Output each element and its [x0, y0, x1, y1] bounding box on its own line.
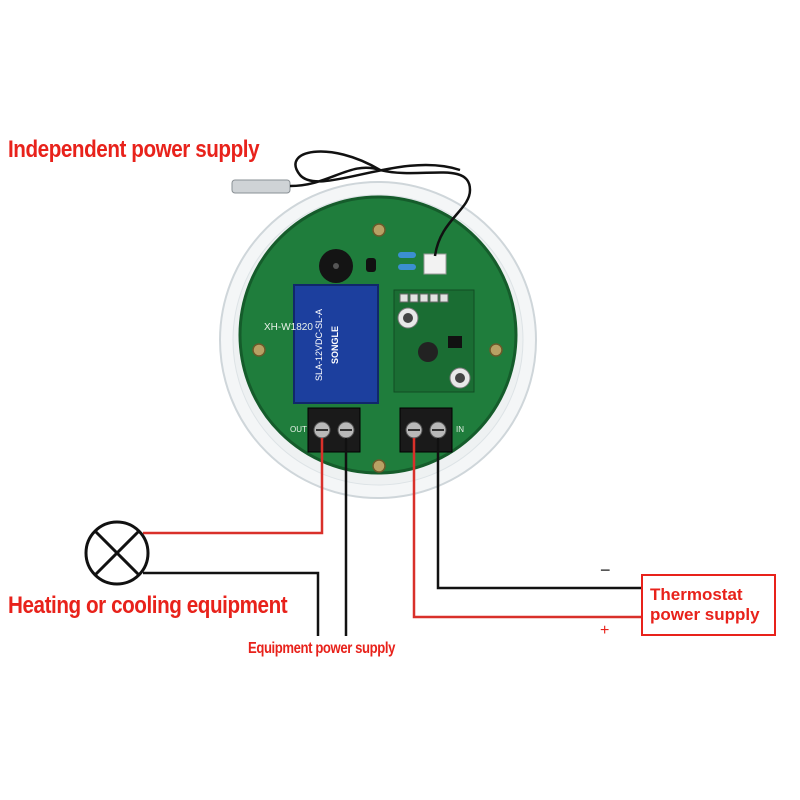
terminal-block-in — [399, 407, 453, 453]
board-model-text: XH-W1820 — [264, 322, 313, 333]
wire-in-black — [436, 438, 641, 590]
wire-in-red — [412, 438, 641, 619]
svg-text:OUT: OUT — [290, 425, 307, 434]
capacitors — [397, 307, 471, 389]
minus-sign: − — [600, 560, 611, 580]
wires — [143, 438, 641, 636]
pin-header — [399, 293, 449, 303]
relay-label: SLA-12VDC-SL-A SONGLE — [314, 309, 340, 381]
plus-sign: + — [600, 622, 610, 639]
resistor — [398, 264, 416, 270]
equipment-power-supply-label: Equipment power supply — [248, 640, 395, 657]
svg-text:SLA-12VDC-SL-A: SLA-12VDC-SL-A — [314, 309, 324, 381]
svg-text:SONGLE: SONGLE — [330, 326, 340, 364]
wire-lamp-black — [143, 571, 320, 636]
transistor — [366, 258, 376, 272]
mounting-screws — [252, 223, 503, 473]
lamp-symbol — [84, 520, 150, 586]
sensor-connector — [423, 253, 447, 275]
svg-text:IN: IN — [456, 425, 464, 434]
relay — [293, 284, 379, 404]
heating-cooling-equipment-label: Heating or cooling equipment — [8, 592, 288, 619]
independent-power-supply-label: Independent power supply — [8, 136, 260, 163]
wire-out-red — [143, 438, 324, 535]
pcb-board-shade — [238, 195, 518, 475]
probe-cable — [289, 150, 472, 257]
temperature-probe — [231, 179, 291, 194]
terminal-block-out — [307, 407, 361, 453]
